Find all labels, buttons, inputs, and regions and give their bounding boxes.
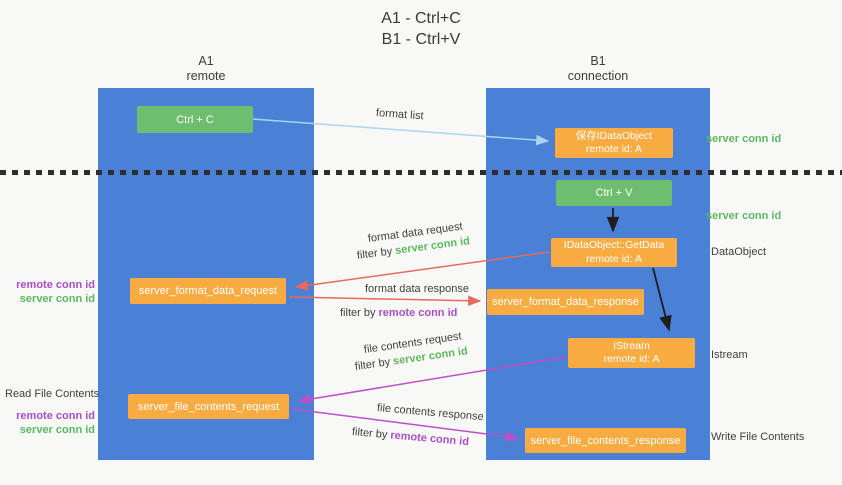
format-data-response-filter-label: filter by remote conn id xyxy=(340,307,457,319)
save-idataobject-line2: remote id: A xyxy=(585,143,643,155)
istream-annotation: Istream xyxy=(711,349,748,361)
read-file-contents-annotation: Read File Contents xyxy=(5,388,100,400)
server-format-data-request-label: server_format_data_request xyxy=(138,285,278,297)
diagram-title: A1 - Ctrl+C B1 - Ctrl+V xyxy=(0,8,842,50)
lifeline-a1-header: A1 remote xyxy=(98,54,314,84)
server-conn-id-annotation: server conn id xyxy=(19,424,95,436)
write-file-contents-annotation: Write File Contents xyxy=(711,431,805,443)
format-request-conn-id-annotations: remote conn id server conn id xyxy=(0,278,95,306)
ctrl-v-box: Ctrl + V xyxy=(556,180,672,206)
title-line-2: B1 - Ctrl+V xyxy=(381,31,461,48)
title-line-1: A1 - Ctrl+C xyxy=(381,10,461,27)
server-format-data-response-box: server_format_data_response xyxy=(487,289,644,315)
server-conn-id-annotation-top: server conn id xyxy=(706,133,782,145)
remote-conn-id-text: remote conn id xyxy=(378,307,458,319)
file-request-conn-id-annotations: remote conn id server conn id xyxy=(0,409,95,437)
format-data-response-arrow xyxy=(288,295,482,307)
save-idataobject-box: 保存IDataObject remote id: A xyxy=(555,128,673,158)
istream-box: IStream remote id: A xyxy=(568,338,695,368)
server-file-contents-request-label: server_file_contents_request xyxy=(137,400,280,413)
filter-by-text: filter by xyxy=(340,307,379,319)
server-file-contents-response-box: server_file_contents_response xyxy=(525,428,686,453)
server-file-contents-response-label: server_file_contents_response xyxy=(530,434,681,447)
server-format-data-request-box: server_format_data_request xyxy=(130,278,286,304)
save-idataobject-line1: 保存IDataObject xyxy=(575,129,653,142)
server-conn-id-annotation-mid: server conn id xyxy=(706,210,782,222)
session-divider-dotted-line xyxy=(0,170,842,175)
ctrl-c-box: Ctrl + C xyxy=(137,106,253,133)
remote-conn-id-annotation: remote conn id xyxy=(16,410,95,422)
lifeline-a1-name: A1 xyxy=(198,54,214,68)
lifeline-b1-header: B1 connection xyxy=(486,54,710,84)
lifeline-a1-role: remote xyxy=(186,69,226,83)
server-format-data-response-label: server_format_data_response xyxy=(492,296,639,308)
server-conn-id-annotation: server conn id xyxy=(19,293,95,305)
ctrl-v-label: Ctrl + V xyxy=(595,187,633,199)
istream-line2: remote id: A xyxy=(603,353,660,365)
filter-by-text: filter by xyxy=(356,245,396,262)
server-file-contents-request-box: server_file_contents_request xyxy=(128,394,289,419)
remote-conn-id-text: remote conn id xyxy=(389,429,470,449)
remote-conn-id-annotation: remote conn id xyxy=(16,279,95,291)
istream-line1: IStream xyxy=(613,339,650,352)
filter-by-text: filter by xyxy=(351,426,391,442)
format-list-label: format list xyxy=(375,107,424,123)
dataobject-annotation: DataObject xyxy=(711,246,767,258)
ctrl-c-label: Ctrl + C xyxy=(176,113,214,126)
filter-by-text: filter by xyxy=(354,355,394,373)
format-data-response-label: format data response xyxy=(365,283,469,295)
idataobject-getdata-box: IDataObject::GetData remote id: A xyxy=(551,238,677,267)
getdata-line2: remote id: A xyxy=(585,252,643,265)
lifeline-b1-name: B1 xyxy=(590,54,606,68)
file-contents-response-filter-label: filter by remote conn id xyxy=(351,426,469,448)
file-contents-response-label: file contents response xyxy=(376,402,485,424)
getdata-line1: IDataObject::GetData xyxy=(563,239,665,251)
lifeline-b1-role: connection xyxy=(567,69,629,83)
